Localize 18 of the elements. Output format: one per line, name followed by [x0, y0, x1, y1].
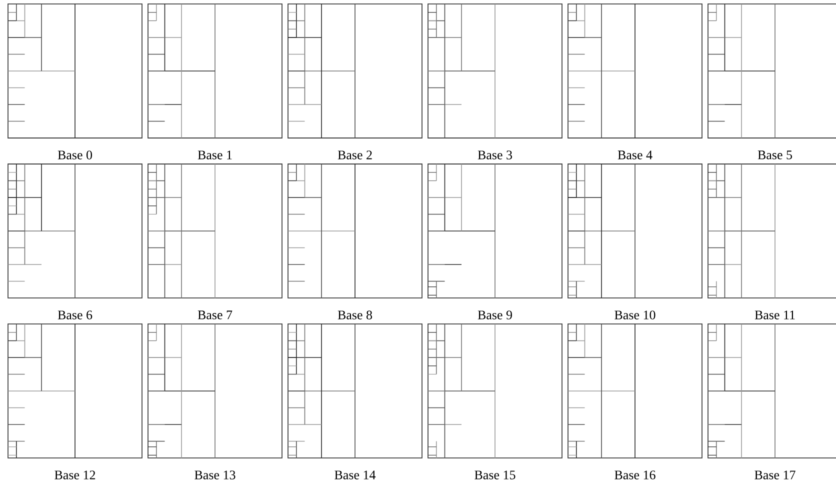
panel-caption: Base 6 — [58, 310, 92, 320]
panel-caption: Base 12 — [54, 470, 96, 480]
panel-caption: Base 5 — [758, 150, 792, 160]
panel-caption: Base 9 — [478, 310, 512, 320]
panel-caption: Base 10 — [614, 310, 656, 320]
panel-caption: Base 17 — [754, 470, 796, 480]
panel-caption: Base 14 — [334, 470, 376, 480]
panel-caption: Base 13 — [194, 470, 236, 480]
panel-caption: Base 1 — [198, 150, 232, 160]
panel-caption: Base 7 — [198, 310, 232, 320]
panel-caption: Base 11 — [754, 310, 795, 320]
panel-caption: Base 4 — [618, 150, 652, 160]
panel-caption: Base 0 — [58, 150, 92, 160]
panel-caption: Base 15 — [474, 470, 516, 480]
panel-caption: Base 2 — [338, 150, 372, 160]
panel-caption: Base 8 — [338, 310, 372, 320]
panel-caption: Base 3 — [478, 150, 512, 160]
panel-caption: Base 16 — [614, 470, 656, 480]
